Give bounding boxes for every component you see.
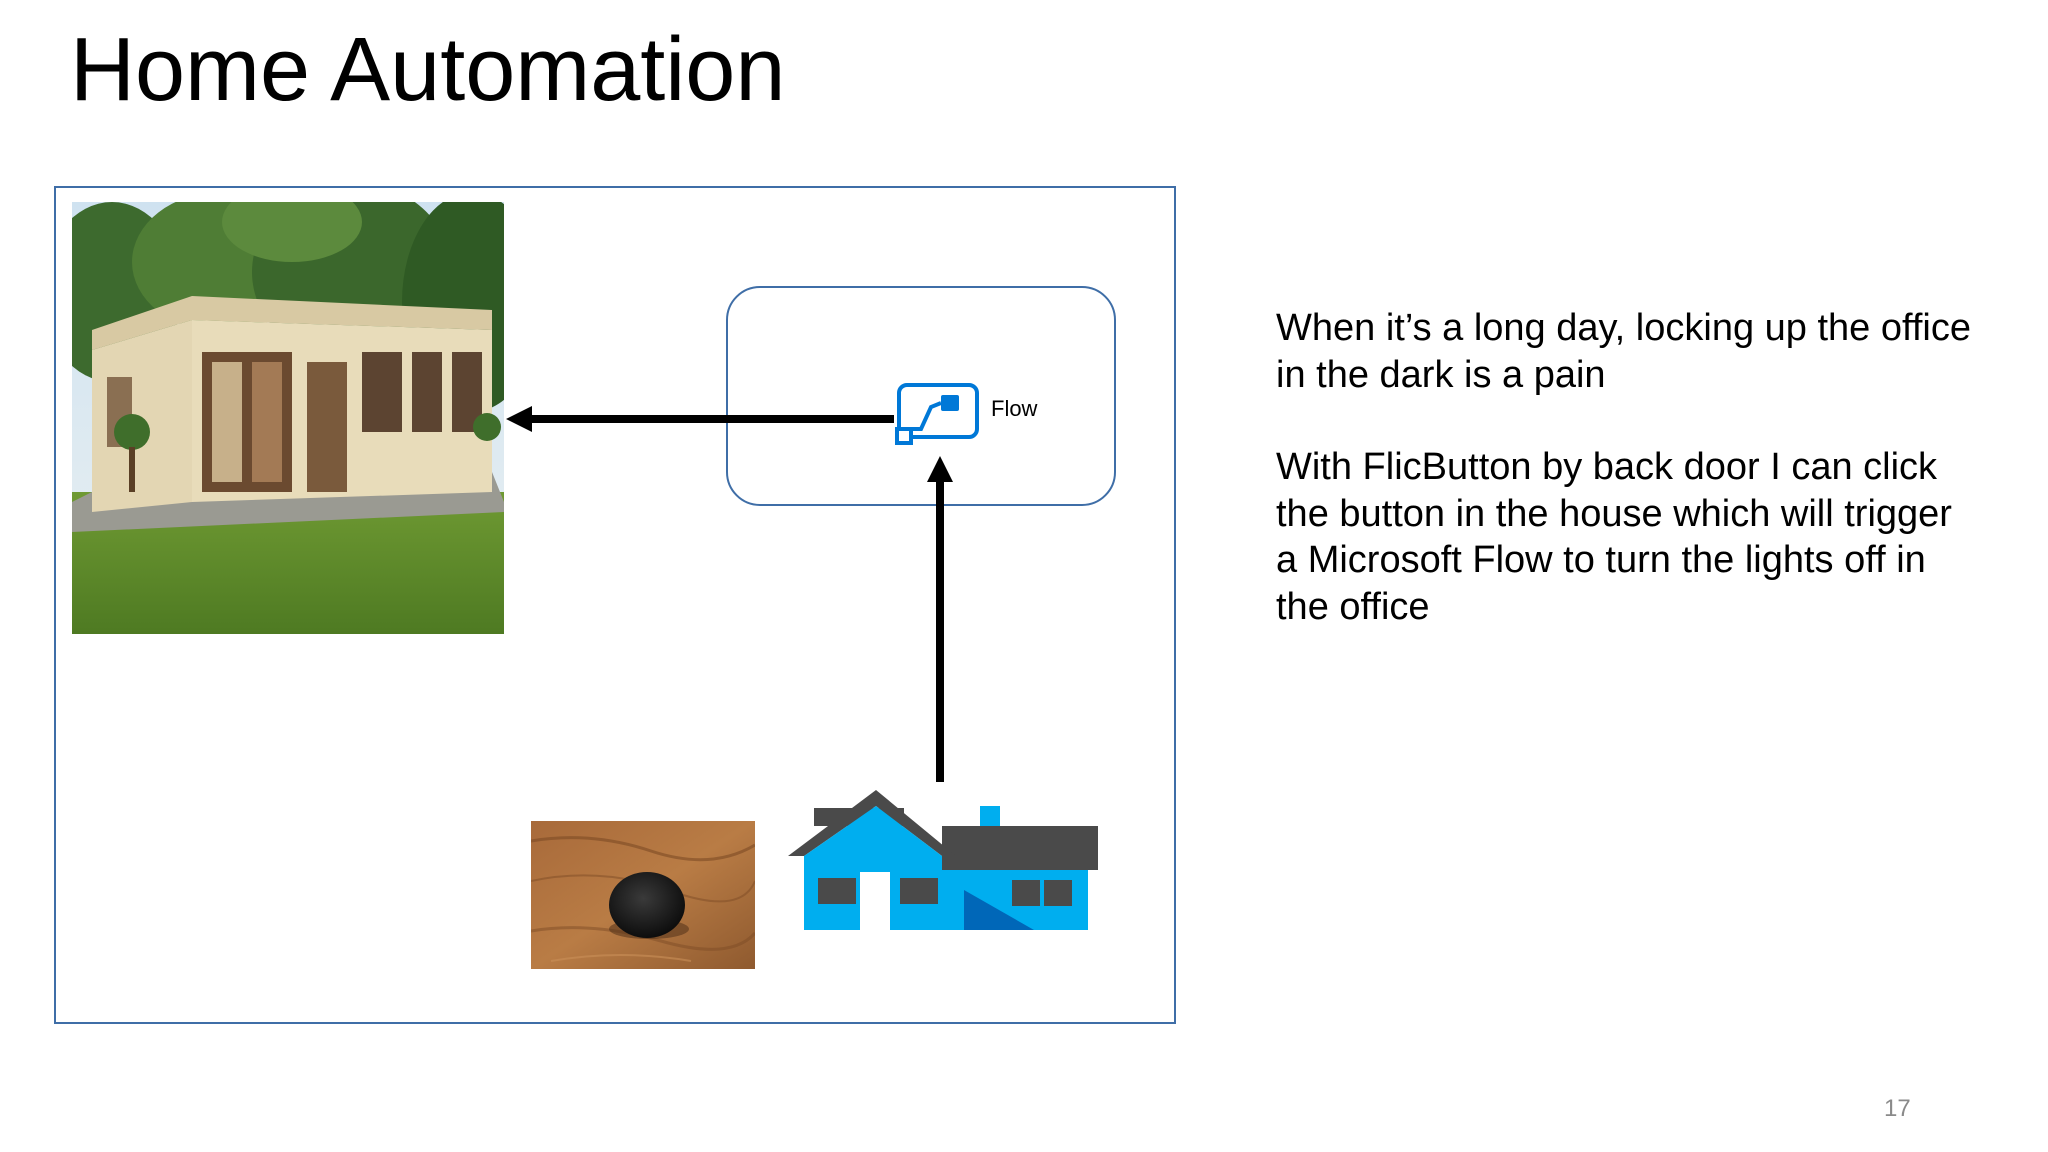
page-number: 17 bbox=[1884, 1095, 1911, 1123]
house-icon bbox=[784, 780, 1098, 930]
description-paragraph-2: With FlicButton by back door I can click… bbox=[1276, 444, 1976, 630]
microsoft-flow-icon bbox=[895, 383, 981, 447]
description-text: When it’s a long day, locking up the off… bbox=[1276, 305, 1976, 630]
description-paragraph-1: When it’s a long day, locking up the off… bbox=[1276, 305, 1976, 398]
flic-button-photo bbox=[531, 821, 755, 969]
garden-office-cabin-photo bbox=[72, 202, 504, 634]
flow-label: Flow bbox=[991, 396, 1037, 422]
slide-title: Home Automation bbox=[70, 20, 785, 120]
